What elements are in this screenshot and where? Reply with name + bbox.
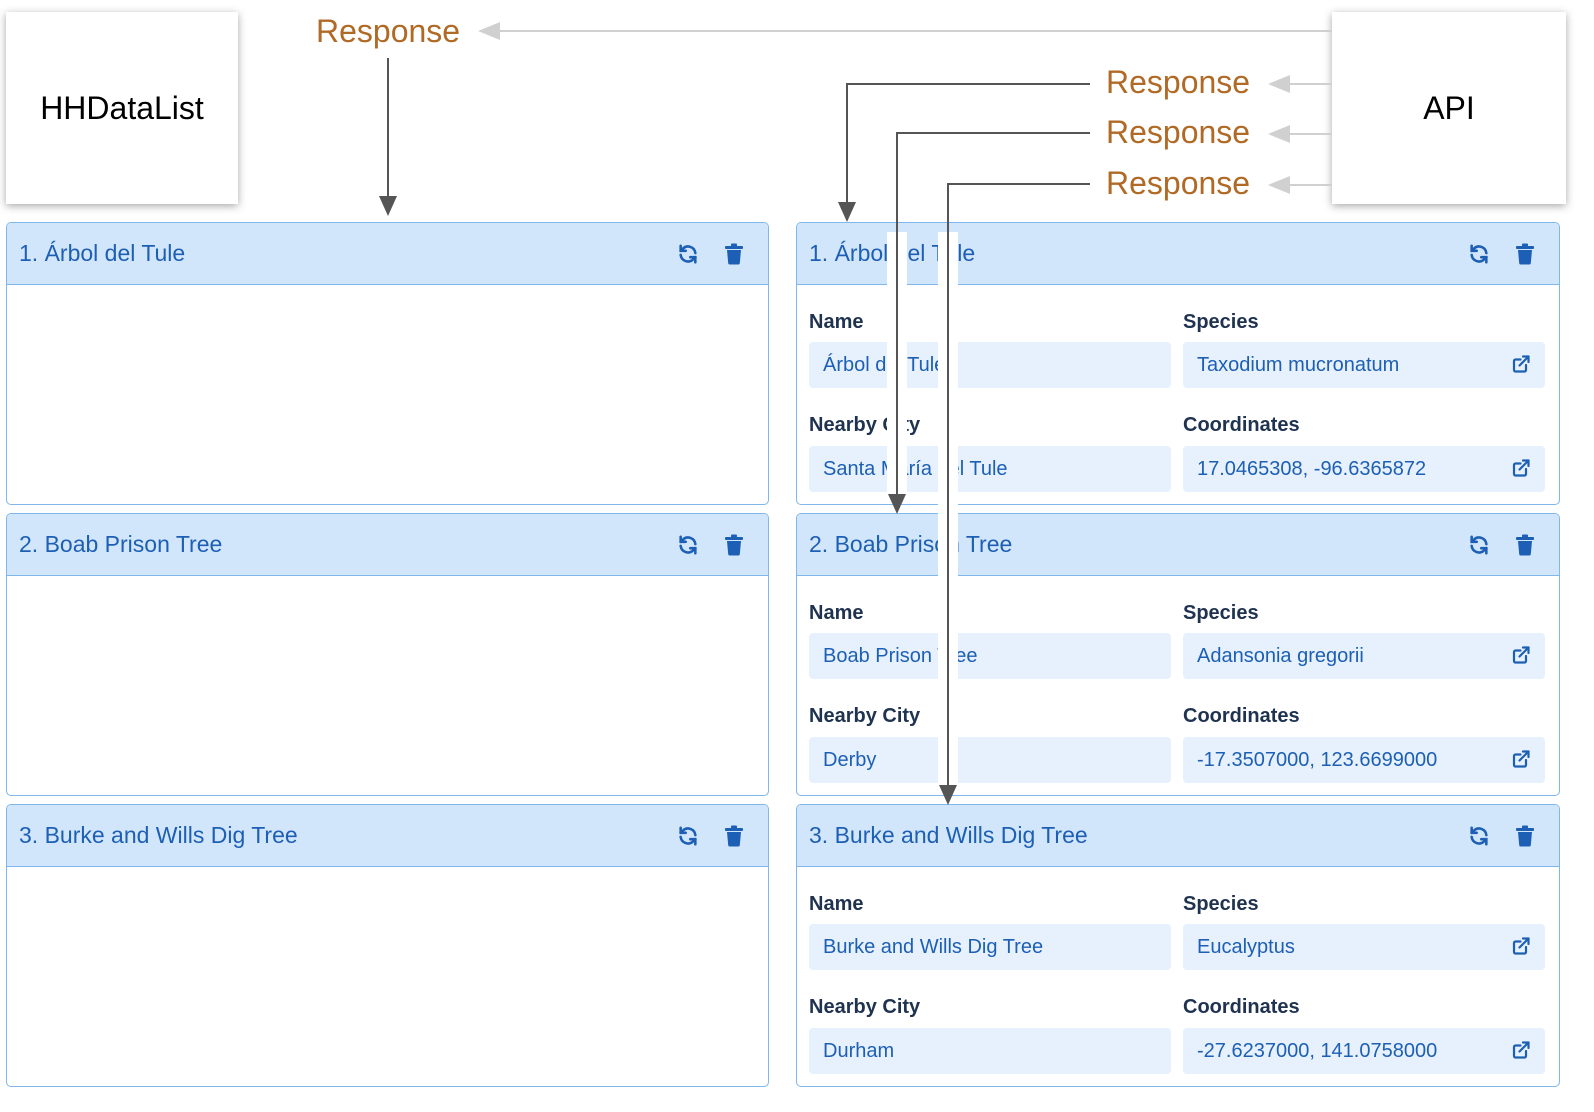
coords-value: -27.6237000, 141.0758000	[1197, 1039, 1438, 1062]
species-label: Species	[1183, 893, 1259, 915]
card-title: 2. Boab Prison Tree	[19, 531, 223, 557]
external-link-icon[interactable]	[1511, 936, 1531, 956]
coords-label: Coordinates	[1183, 414, 1300, 436]
api-box: API	[1332, 12, 1566, 204]
species-field[interactable]: Taxodium mucronatum	[1183, 342, 1545, 388]
refresh-icon[interactable]	[1467, 824, 1491, 848]
refresh-icon[interactable]	[676, 533, 700, 557]
trash-icon[interactable]	[1513, 242, 1537, 266]
species-field[interactable]: Eucalyptus	[1183, 924, 1545, 970]
trash-icon[interactable]	[722, 824, 746, 848]
arrowhead	[478, 22, 500, 40]
coords-label: Coordinates	[1183, 705, 1300, 727]
external-link-icon[interactable]	[1511, 354, 1531, 374]
trash-icon[interactable]	[1513, 824, 1537, 848]
card-title: 3. Burke and Wills Dig Tree	[809, 822, 1088, 848]
arrowhead	[379, 196, 397, 216]
api-label: API	[1423, 89, 1475, 126]
refresh-icon[interactable]	[1467, 242, 1491, 266]
card-header: 3. Burke and Wills Dig Tree	[7, 805, 768, 867]
coords-value: -17.3507000, 123.6699000	[1197, 748, 1438, 771]
city-field[interactable]: Derby	[809, 737, 1171, 783]
arrowhead	[1268, 125, 1290, 143]
response-label-main: Response	[316, 13, 461, 49]
city-label: Nearby City	[809, 414, 921, 436]
refresh-icon[interactable]	[676, 824, 700, 848]
response-label-1: Response	[1106, 64, 1251, 100]
left-card-1: 1. Árbol del Tule	[6, 222, 769, 505]
species-value: Taxodium mucronatum	[1197, 353, 1400, 376]
name-field[interactable]: Boab Prison Tree	[809, 633, 1171, 679]
right-card-2: 2. Boab Prison Tree Name Boab Prison Tre…	[796, 513, 1560, 796]
name-field[interactable]: Árbol del Tule	[809, 342, 1171, 388]
left-card-2: 2. Boab Prison Tree	[6, 513, 769, 796]
trash-icon[interactable]	[1513, 533, 1537, 557]
arrowhead	[838, 202, 856, 222]
card-title: 3. Burke and Wills Dig Tree	[19, 822, 298, 848]
coords-field[interactable]: 17.0465308, -96.6365872	[1183, 446, 1545, 492]
species-field[interactable]: Adansonia gregorii	[1183, 633, 1545, 679]
trash-icon[interactable]	[722, 533, 746, 557]
card-title: 1. Árbol del Tule	[19, 240, 186, 266]
response-label-2: Response	[1106, 114, 1251, 150]
card-header: 1. Árbol del Tule	[797, 223, 1559, 285]
left-card-3: 3. Burke and Wills Dig Tree	[6, 804, 769, 1087]
arrow-path	[846, 83, 1090, 204]
coords-label: Coordinates	[1183, 996, 1300, 1018]
hhdatalist-label: HHDataList	[40, 89, 204, 126]
species-label: Species	[1183, 602, 1259, 624]
right-card-3: 3. Burke and Wills Dig Tree Name Burke a…	[796, 804, 1560, 1087]
name-field[interactable]: Burke and Wills Dig Tree	[809, 924, 1171, 970]
card-title: 2. Boab Prison Tree	[809, 531, 1013, 557]
city-label: Nearby City	[809, 705, 921, 727]
name-label: Name	[809, 602, 864, 624]
refresh-icon[interactable]	[676, 242, 700, 266]
arrowhead	[1268, 176, 1290, 194]
city-field[interactable]: Santa María del Tule	[809, 446, 1171, 492]
response-label-3: Response	[1106, 165, 1251, 201]
trash-icon[interactable]	[722, 242, 746, 266]
city-label: Nearby City	[809, 996, 921, 1018]
external-link-icon[interactable]	[1511, 749, 1531, 769]
card-header: 3. Burke and Wills Dig Tree	[797, 805, 1559, 867]
card-header: 1. Árbol del Tule	[7, 223, 768, 285]
name-label: Name	[809, 893, 864, 915]
card-header: 2. Boab Prison Tree	[797, 514, 1559, 576]
name-label: Name	[809, 311, 864, 333]
coords-field[interactable]: -27.6237000, 141.0758000	[1183, 1028, 1545, 1074]
species-label: Species	[1183, 311, 1259, 333]
refresh-icon[interactable]	[1467, 533, 1491, 557]
right-card-1: 1. Árbol del Tule Name Árbol del Tule Sp…	[796, 222, 1560, 505]
species-value: Eucalyptus	[1197, 935, 1295, 958]
external-link-icon[interactable]	[1511, 1040, 1531, 1060]
card-title: 1. Árbol del Tule	[809, 240, 976, 266]
city-field[interactable]: Durham	[809, 1028, 1171, 1074]
species-value: Adansonia gregorii	[1197, 644, 1364, 667]
external-link-icon[interactable]	[1511, 458, 1531, 478]
card-header: 2. Boab Prison Tree	[7, 514, 768, 576]
hhdatalist-box: HHDataList	[6, 12, 238, 204]
external-link-icon[interactable]	[1511, 645, 1531, 665]
arrowhead	[1268, 75, 1290, 93]
coords-field[interactable]: -17.3507000, 123.6699000	[1183, 737, 1545, 783]
coords-value: 17.0465308, -96.6365872	[1197, 457, 1427, 480]
